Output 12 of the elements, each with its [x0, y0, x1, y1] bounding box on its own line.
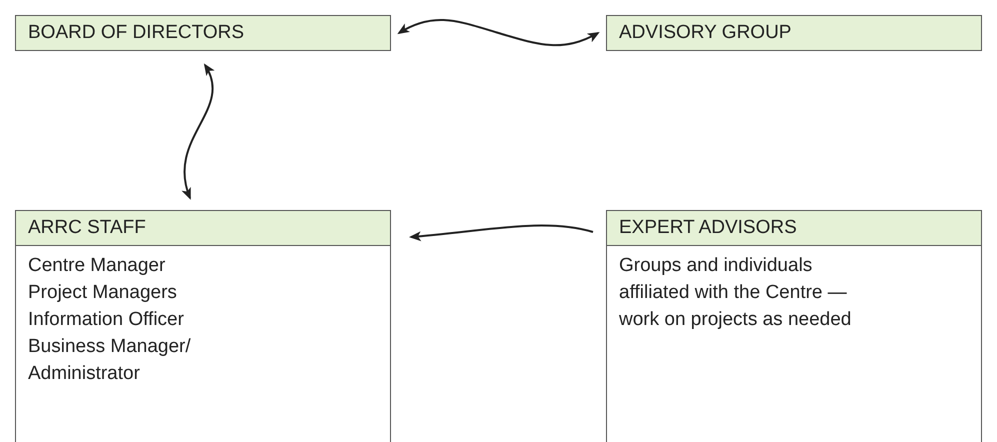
curved-arrow — [182, 63, 214, 200]
body-text: Project Managers — [28, 281, 178, 305]
body-text: Groups and individuals affiliated with the Centre — work on projects as needed — [619, 254, 852, 332]
heading-box: BOARD OF DIRECTORS — [15, 15, 391, 51]
body-text: Centre Manager — [28, 254, 166, 278]
heading-box: EXPERT ADVISORS — [606, 210, 982, 246]
heading-box: ADVISORY GROUP — [606, 15, 982, 51]
body-text: Business Manager/ Administrator — [28, 335, 192, 386]
heading-box: ARRC STAFF — [15, 210, 391, 246]
curved-arrow — [397, 19, 600, 46]
body-text: Information Officer — [28, 308, 185, 332]
curved-arrow — [409, 224, 594, 242]
